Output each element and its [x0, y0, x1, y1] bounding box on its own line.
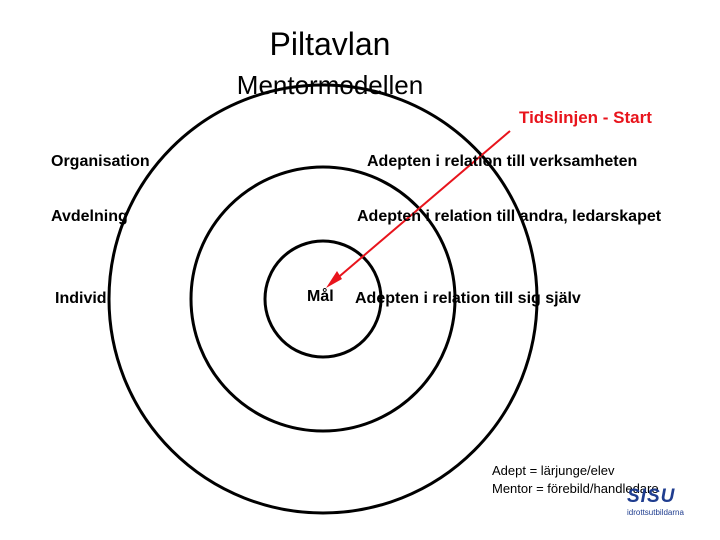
- level-name-organisation: Organisation: [51, 153, 150, 170]
- diagram-subtitle: Mentormodellen: [236, 70, 424, 100]
- sisu-logo: SISU: [627, 486, 676, 507]
- timeline-start-label: Tidslinjen - Start: [519, 108, 652, 127]
- level-description-avdelning: Adepten i relation till andra, ledarskap…: [357, 208, 662, 225]
- level-name-avdelning: Avdelning: [51, 208, 128, 225]
- level-name-individ: Individ: [55, 290, 107, 307]
- sisu-logo-subtext: idrottsutbildarna: [627, 508, 684, 517]
- legend-mentor: Mentor = förebild/handledare: [492, 481, 659, 496]
- diagram-title: Piltavlan: [269, 26, 391, 62]
- middle-ring: [189, 165, 457, 433]
- legend-adept: Adept = lärjunge/elev: [492, 463, 615, 478]
- inner-ring: [263, 239, 383, 359]
- level-description-organisation: Adepten i relation till verksamheten: [367, 153, 638, 170]
- outer-ring: [107, 83, 539, 515]
- timeline-arrow-shaft: [333, 130, 511, 282]
- goal-label: Mål: [307, 288, 334, 305]
- timeline-arrowhead: [326, 271, 342, 288]
- level-description-individ: Adepten i relation till sig själv: [355, 290, 581, 307]
